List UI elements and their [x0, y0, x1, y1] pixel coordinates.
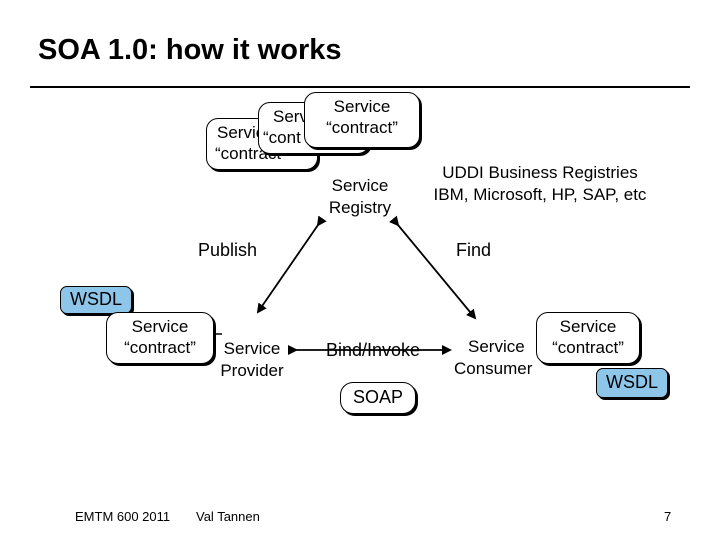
consumer-wsdl-badge: WSDL	[596, 368, 668, 398]
soap-badge: SOAP	[340, 382, 416, 414]
contract-card-front-line2: “contract”	[326, 118, 398, 137]
contract-card-front-line1: Service	[333, 97, 391, 116]
provider-contract-line1: Service	[131, 317, 189, 336]
uddi-info: UDDI Business Registries IBM, Microsoft,…	[412, 162, 668, 206]
provider-wsdl-badge: WSDL	[60, 286, 132, 314]
uddi-info-line1: UDDI Business Registries	[442, 163, 638, 182]
consumer-contract-line1: Service	[559, 317, 617, 336]
service-provider-label: Service Provider	[214, 338, 290, 382]
bind-invoke-label: Bind/Invoke	[326, 340, 421, 360]
provider-contract-line2: “contract”	[124, 338, 196, 357]
uddi-info-line2: IBM, Microsoft, HP, SAP, etc	[433, 185, 647, 204]
title-rule	[30, 86, 690, 88]
footer-page-number: 7	[664, 509, 672, 524]
service-provider-label-line2: Provider	[220, 361, 284, 380]
contract-card-middle-line2: “cont	[263, 128, 301, 147]
service-provider-label-line1: Service	[223, 339, 281, 358]
service-registry-label: Service Registry	[318, 175, 402, 219]
provider-contract-card: Service “contract”	[106, 312, 214, 364]
service-consumer-label-line1: Service	[468, 337, 525, 356]
find-arrow	[389, 215, 477, 320]
service-registry-label-line1: Service	[331, 176, 389, 195]
contract-card-front: Service “contract”	[304, 92, 420, 148]
find-label: Find	[456, 240, 492, 260]
service-consumer-label: Service Consumer	[452, 336, 542, 380]
publish-arrow	[256, 215, 327, 314]
footer-course: EMTM 600 2011	[75, 509, 171, 524]
contract-card-back-line1: Servic	[217, 123, 265, 142]
consumer-contract-card: Service “contract”	[536, 312, 640, 364]
slide-title: SOA 1.0: how it works	[38, 34, 342, 66]
consumer-contract-line2: “contract”	[552, 338, 624, 357]
footer-author: Val Tannen	[196, 509, 260, 524]
service-registry-label-line2: Registry	[328, 198, 392, 217]
contract-card-middle-line1: Serv	[273, 107, 308, 126]
service-consumer-label-line2: Consumer	[454, 359, 533, 378]
publish-label: Publish	[198, 240, 258, 260]
